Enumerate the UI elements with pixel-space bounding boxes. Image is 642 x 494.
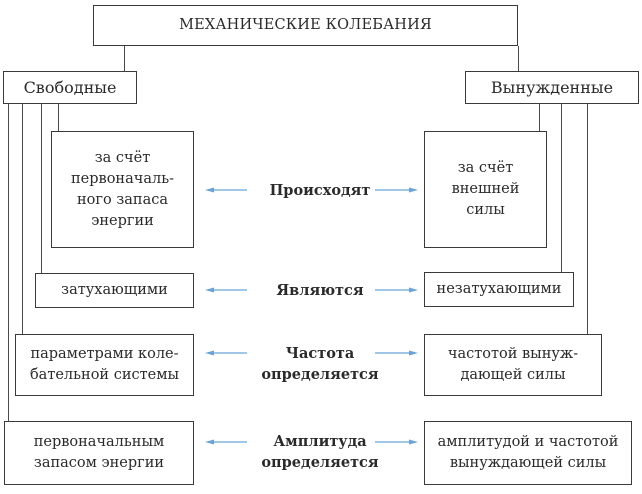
connector-forced-frequency [587, 104, 589, 336]
connector-free-source [58, 104, 60, 134]
title-text: МЕХАНИЧЕСКИЕ КОЛЕБАНИЯ [179, 17, 432, 33]
connector-title-free [124, 46, 126, 74]
connector-free-frequency [22, 104, 24, 336]
arrow-left-icon [205, 186, 247, 194]
forced-damping-box: незатухающими [424, 272, 574, 307]
free-source-box: за счёт первоначаль- ного запаса энергии [51, 131, 194, 248]
connector-forced-source [539, 104, 541, 134]
criterion-amplitude-label: Амплитуда определяется [261, 433, 379, 471]
forced-frequency-box: частотой вынуж- дающей силы [424, 334, 602, 396]
free-amplitude-box: первоначальным запасом энергии [4, 421, 194, 485]
connector-forced-damping [561, 104, 563, 276]
free-damping-box: затухающими [35, 273, 194, 308]
criterion-frequency-label: Частота определяется [261, 345, 379, 383]
free-amplitude-text: первоначальным запасом энергии [33, 434, 165, 471]
category-forced-box: Вынужденные [465, 71, 639, 104]
forced-damping-text: незатухающими [436, 281, 562, 297]
arrow-right-icon [375, 349, 418, 357]
arrow-left-icon [205, 438, 247, 446]
free-damping-text: затухающими [61, 282, 168, 298]
free-frequency-text: параметрами коле- бательной системы [29, 346, 180, 383]
category-free-label: Свободные [23, 78, 117, 97]
connector-free-amplitude [8, 104, 10, 422]
connector-free-damping [41, 104, 43, 276]
arrow-left-icon [205, 286, 247, 294]
category-free-box: Свободные [3, 71, 137, 104]
free-frequency-box: параметрами коле- бательной системы [15, 334, 194, 396]
forced-frequency-text: частотой вынуж- дающей силы [447, 346, 579, 383]
criterion-damping-label: Являются [276, 282, 364, 299]
forced-amplitude-box: амплитудой и частотой вынуждающей силы [424, 421, 632, 485]
category-forced-label: Вынужденные [490, 78, 614, 97]
connector-title-forced [518, 46, 520, 74]
forced-source-box: за счёт внешней силы [424, 131, 547, 248]
free-source-text: за счёт первоначаль- ного запаса энергии [71, 149, 174, 229]
arrow-right-icon [375, 186, 418, 194]
criterion-source-label: Происходят [269, 182, 371, 199]
forced-source-text: за счёт внешней силы [451, 160, 520, 218]
forced-amplitude-text: амплитудой и частотой вынуждающей силы [437, 434, 619, 471]
arrow-left-icon [205, 349, 247, 357]
arrow-right-icon [375, 286, 418, 294]
title-box: МЕХАНИЧЕСКИЕ КОЛЕБАНИЯ [93, 5, 518, 46]
arrow-right-icon [375, 438, 418, 446]
